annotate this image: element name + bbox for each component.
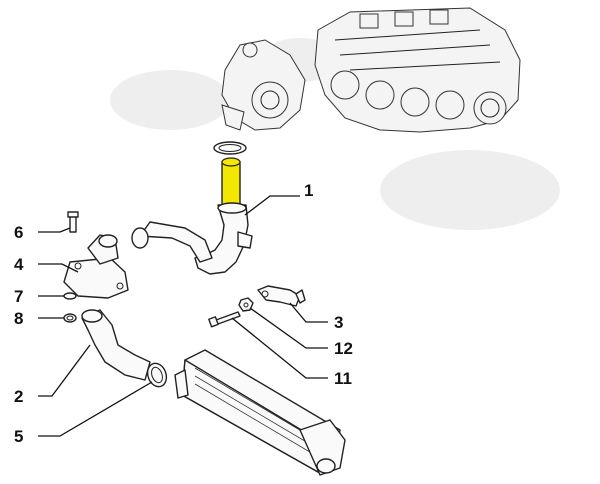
nut-part-12 <box>238 297 254 312</box>
washer-part-8 <box>63 313 77 323</box>
bolt-part-6 <box>67 211 79 233</box>
callout-1: 1 <box>304 181 313 200</box>
bracket-part-3 <box>257 285 306 307</box>
upper-hose-clamp <box>213 141 247 155</box>
callout-7: 7 <box>14 287 23 306</box>
washer-part-7 <box>63 292 77 300</box>
callout-8: 8 <box>14 309 23 328</box>
outlet-pipe <box>131 202 253 275</box>
intercooler-hose-part-1 <box>221 157 241 206</box>
callout-6: 6 <box>14 223 23 242</box>
callout-11: 11 <box>334 369 352 388</box>
callout-5: 5 <box>14 427 23 446</box>
clamp-part-5 <box>146 362 168 388</box>
turbocharger-illustration <box>221 39 306 131</box>
intercooler-illustration <box>174 349 346 476</box>
callout-12: 12 <box>334 339 353 358</box>
callout-4: 4 <box>14 255 24 274</box>
lower-hose-part-2 <box>81 309 151 381</box>
leader-lines <box>38 195 328 437</box>
callout-labels: 1 2 3 4 5 6 7 8 11 12 <box>14 181 353 446</box>
intake-manifold-illustration <box>314 7 521 133</box>
callout-3: 3 <box>334 313 343 332</box>
bolt-part-11 <box>208 311 241 328</box>
elbow-flange-part-4 <box>63 234 129 299</box>
callout-2: 2 <box>14 387 23 406</box>
